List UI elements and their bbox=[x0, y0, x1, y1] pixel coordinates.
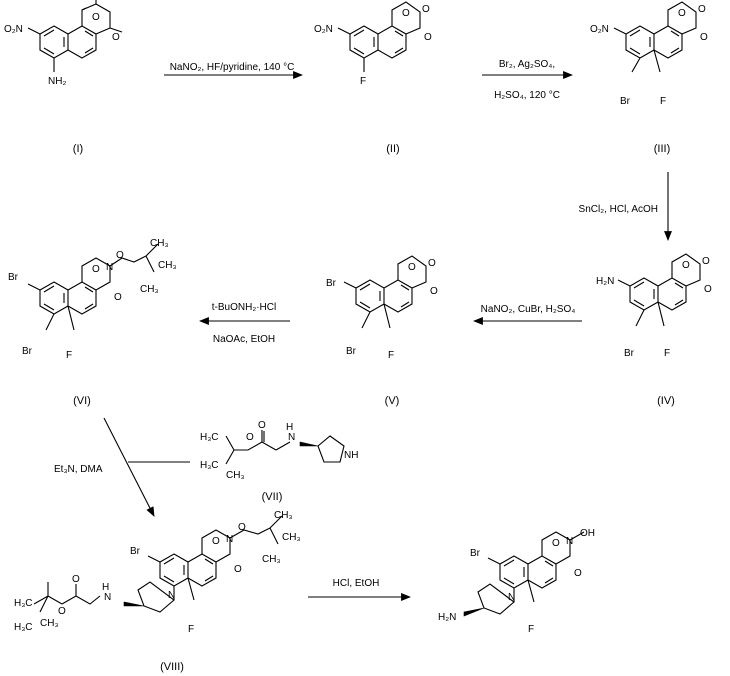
atom-ch3: CH₃ bbox=[226, 470, 245, 481]
atom-o: O bbox=[116, 250, 124, 261]
atom-ch3: H₃C bbox=[14, 622, 33, 633]
atom-o: O bbox=[682, 260, 690, 271]
atom-o: O bbox=[678, 8, 686, 19]
atom-no2: O₂N bbox=[314, 24, 333, 35]
atom-o: O bbox=[428, 258, 436, 269]
reagent-step-5-bottom: NaOAc, EtOH bbox=[213, 334, 275, 345]
compound-ii: O O O O₂N F bbox=[314, 1, 432, 87]
atom-n: N bbox=[104, 592, 111, 603]
atom-f: F bbox=[660, 96, 666, 107]
atom-nh2: H₂N bbox=[596, 276, 614, 287]
atom-br: Br bbox=[470, 548, 481, 559]
atom-o: O bbox=[422, 4, 430, 15]
atom-o: O bbox=[58, 606, 66, 617]
atom-o: O bbox=[238, 522, 246, 533]
atom-br: Br bbox=[620, 96, 631, 107]
compound-label-ii: (II) bbox=[386, 143, 399, 155]
atom-f: F bbox=[528, 624, 534, 635]
compound-iii: O O O O₂N Br F bbox=[590, 1, 708, 107]
atom-br: Br bbox=[8, 272, 19, 283]
atom-o: O bbox=[574, 568, 582, 579]
atom-no2: O₂N bbox=[590, 24, 609, 35]
atom-ch3: CH₃ bbox=[40, 618, 59, 629]
reagent-step-2-top: Br₂, Ag₂SO₄, bbox=[499, 59, 555, 70]
atom-o: O bbox=[430, 286, 438, 297]
atom-n: N bbox=[106, 262, 113, 273]
atom-h3c: H₃C bbox=[200, 432, 219, 443]
atom-h2n: H₂N bbox=[438, 612, 456, 623]
atom-oh: OH bbox=[580, 528, 595, 539]
atom-br: Br bbox=[22, 346, 33, 357]
atom-o: O bbox=[92, 264, 100, 275]
reaction-arrow-6 bbox=[103, 417, 155, 517]
atom-ch3: CH₃ bbox=[150, 238, 169, 249]
atom-br: Br bbox=[624, 348, 635, 359]
atom-nh2: NH₂ bbox=[48, 76, 66, 87]
atom-o: O bbox=[702, 256, 710, 267]
atom-o: O bbox=[704, 284, 712, 295]
atom-o: O bbox=[112, 32, 120, 43]
atom-n: N bbox=[566, 536, 573, 547]
atom-h: H bbox=[102, 582, 109, 593]
atom-o: O bbox=[212, 536, 220, 547]
atom-ch3: CH₃ bbox=[140, 284, 159, 295]
compound-viii: O N O O CH₃ CH₃ CH₃ Br F N N H O O H₃C H… bbox=[14, 510, 301, 635]
compound-vii: H₃C H₃C CH₃ O O N H NH bbox=[200, 420, 358, 481]
atom-f: F bbox=[188, 624, 194, 635]
atom-no2: O₂N bbox=[4, 24, 23, 35]
atom-br: Br bbox=[346, 346, 357, 357]
atom-h: H bbox=[286, 422, 293, 433]
atom-ch3: CH₃ bbox=[282, 532, 301, 543]
atom-o: O bbox=[700, 32, 708, 43]
reagent-step-2-bottom: H₂SO₄, 120 °C bbox=[494, 90, 560, 101]
atom-o: O bbox=[92, 12, 100, 23]
reagent-step-6: Et₃N, DMA bbox=[54, 464, 103, 475]
reagent-step-7: HCl, EtOH bbox=[333, 578, 380, 589]
compound-label-viii: (VIII) bbox=[160, 661, 184, 673]
atom-o: O bbox=[408, 262, 416, 273]
atom-f: F bbox=[664, 348, 670, 359]
atom-n: N bbox=[508, 592, 515, 603]
atom-n: N bbox=[226, 534, 233, 545]
atom-br: Br bbox=[130, 546, 141, 557]
reagent-step-5-top: t-BuONH₂·HCl bbox=[212, 302, 276, 313]
compound-i: O O O₂N NH₂ bbox=[4, 0, 123, 87]
atom-o: O bbox=[114, 292, 122, 303]
atom-o: O bbox=[234, 564, 242, 575]
atom-nh: NH bbox=[344, 450, 358, 461]
final-product: O O N OH Br F N H₂N bbox=[438, 528, 595, 635]
atom-f: F bbox=[360, 76, 366, 87]
reagent-step-4: NaNO₂, CuBr, H₂SO₄ bbox=[481, 304, 576, 315]
compound-label-iv: (IV) bbox=[657, 395, 675, 407]
atom-n: N bbox=[288, 432, 295, 443]
compound-vi: O N O O CH₃ CH₃ CH₃ Br Br F bbox=[8, 238, 177, 361]
compound-iv: O O O H₂N Br F bbox=[596, 253, 712, 359]
atom-br: Br bbox=[326, 278, 337, 289]
compound-label-i: (I) bbox=[73, 143, 83, 155]
compound-v: O O O Br Br F bbox=[326, 255, 438, 361]
atom-f: F bbox=[388, 350, 394, 361]
atom-f: F bbox=[66, 350, 72, 361]
compound-label-vii: (VII) bbox=[262, 491, 283, 503]
atom-o: O bbox=[246, 432, 254, 443]
atom-ch3: CH₃ bbox=[274, 510, 293, 521]
atom-o: O bbox=[258, 420, 266, 431]
compound-label-v: (V) bbox=[385, 395, 400, 407]
atom-o: O bbox=[698, 4, 706, 15]
atom-h3c: H₃C bbox=[200, 460, 219, 471]
atom-ch3: CH₃ bbox=[158, 260, 177, 271]
atom-n: N bbox=[168, 590, 175, 601]
atom-o: O bbox=[402, 8, 410, 19]
compound-label-iii: (III) bbox=[654, 143, 671, 155]
atom-o: O bbox=[424, 32, 432, 43]
atom-o: O bbox=[552, 538, 560, 549]
reagent-step-3: SnCl₂, HCl, AcOH bbox=[579, 204, 658, 215]
compound-label-vi: (VI) bbox=[73, 395, 91, 407]
atom-o: O bbox=[72, 574, 80, 585]
atom-ch3: CH₃ bbox=[262, 554, 281, 565]
reagent-step-1: NaNO₂, HF/pyridine, 140 °C bbox=[170, 62, 295, 73]
atom-ch3: H₃C bbox=[14, 598, 33, 609]
